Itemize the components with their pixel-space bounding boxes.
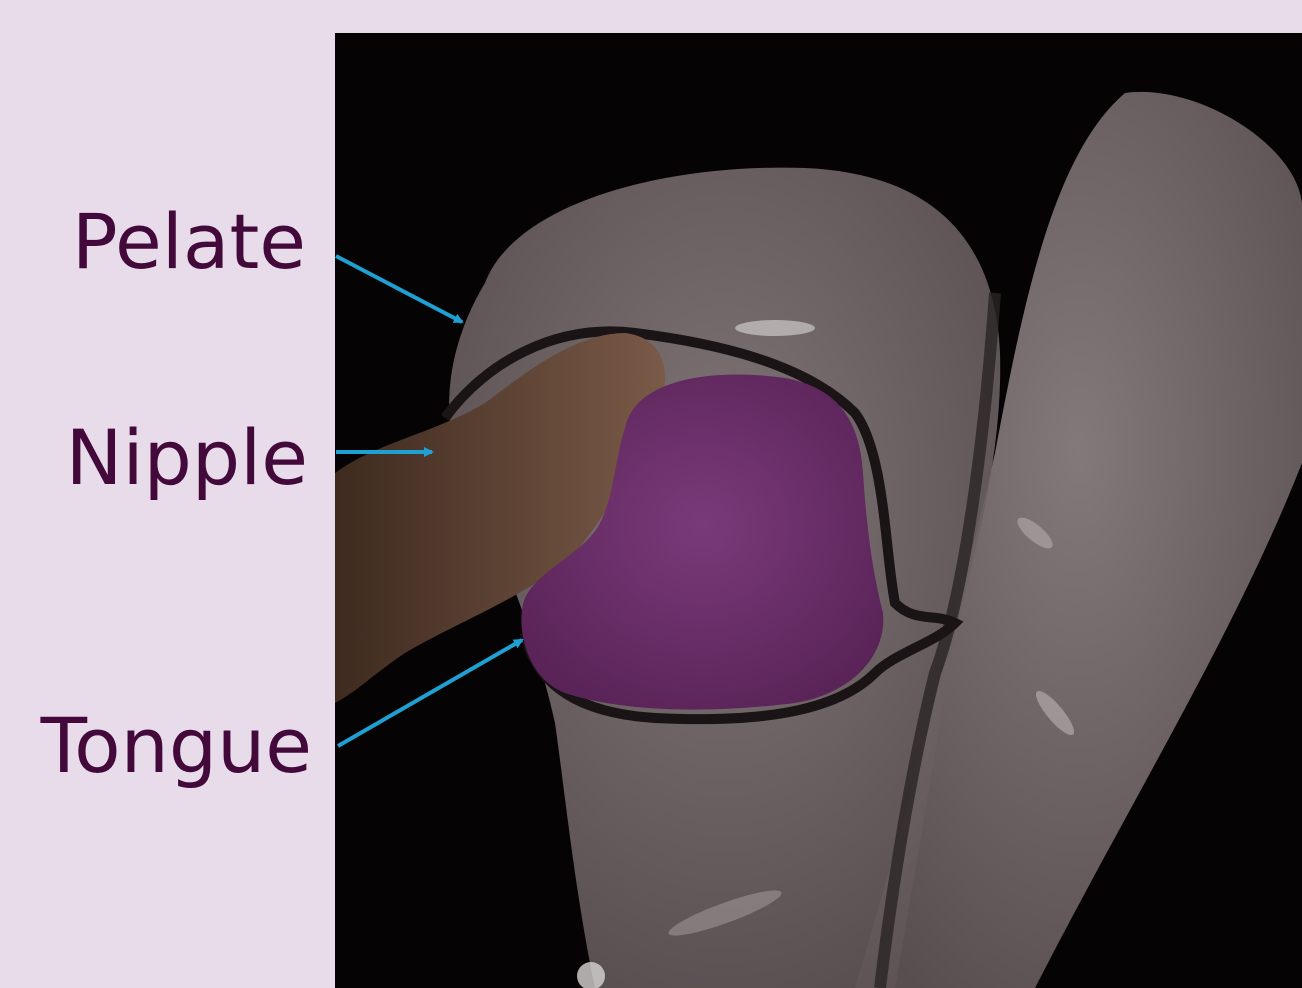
pelate-arrow	[336, 256, 462, 322]
tongue-arrow	[338, 640, 522, 746]
pelate-label: Pelate	[72, 204, 306, 280]
nipple-label: Nipple	[66, 420, 308, 496]
tongue-label: Tongue	[41, 708, 312, 784]
